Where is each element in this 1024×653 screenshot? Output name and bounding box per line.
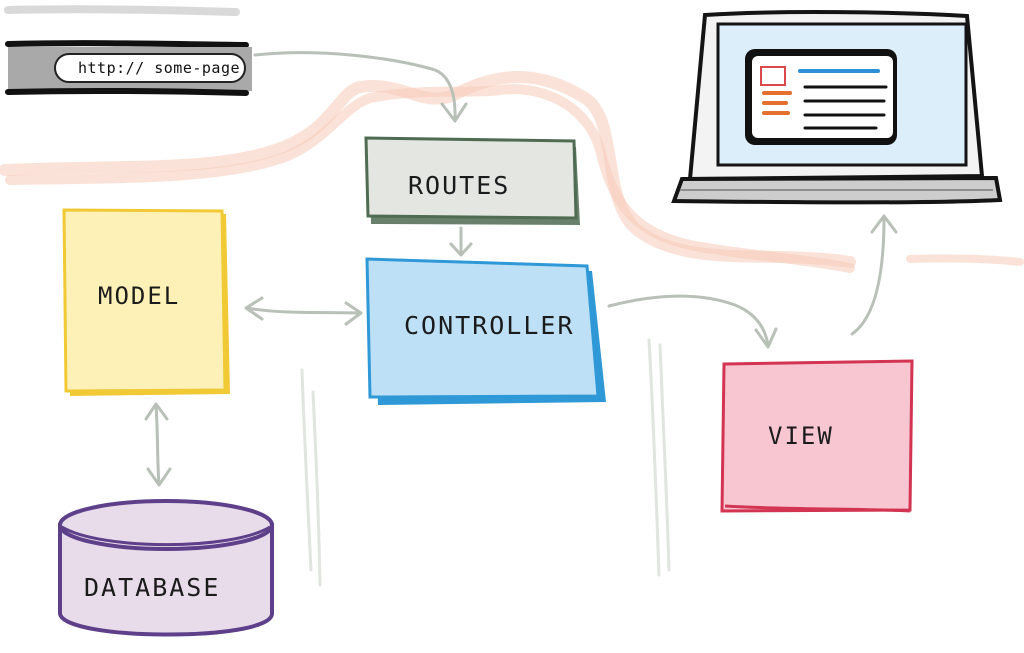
model-box xyxy=(62,208,230,396)
arrow-controller-view-head xyxy=(754,327,778,349)
guide-line-left xyxy=(300,368,313,572)
guide-line-mid xyxy=(647,338,661,577)
arrow-controller-view xyxy=(607,294,770,347)
arrow-model-controller-left-head xyxy=(244,296,264,321)
routes-label: ROUTES xyxy=(408,171,510,200)
model-label: MODEL xyxy=(98,282,180,310)
arrow-model-database xyxy=(154,403,161,486)
arrow-view-laptop xyxy=(850,216,886,336)
browser-bar-icon xyxy=(4,5,252,96)
arrow-model-database-top-head xyxy=(144,402,169,421)
arrow-model-controller xyxy=(245,306,362,315)
database-cylinder-icon xyxy=(58,499,274,637)
routes-box xyxy=(364,136,580,225)
view-box xyxy=(720,359,914,513)
controller-label: CONTROLLER xyxy=(404,311,575,340)
arrow-browser-routes xyxy=(253,51,457,122)
guide-line-mid-2 xyxy=(658,343,671,572)
database-label: DATABASE xyxy=(84,573,220,602)
browser-url: http:// some-page xyxy=(78,59,240,77)
arrow-view-laptop-head xyxy=(870,214,898,234)
controller-box xyxy=(365,257,606,405)
arrow-model-database-bottom-head xyxy=(146,467,172,487)
arrow-routes-controller-head xyxy=(449,242,473,257)
arrow-browser-routes-head xyxy=(440,102,468,123)
response-flow-line xyxy=(5,84,855,273)
view-label: VIEW xyxy=(768,422,834,450)
guide-line-left-2 xyxy=(311,390,322,587)
response-flow-tail xyxy=(906,254,1024,266)
arrow-model-controller-right-head xyxy=(344,301,363,326)
laptop-icon xyxy=(671,10,1003,205)
